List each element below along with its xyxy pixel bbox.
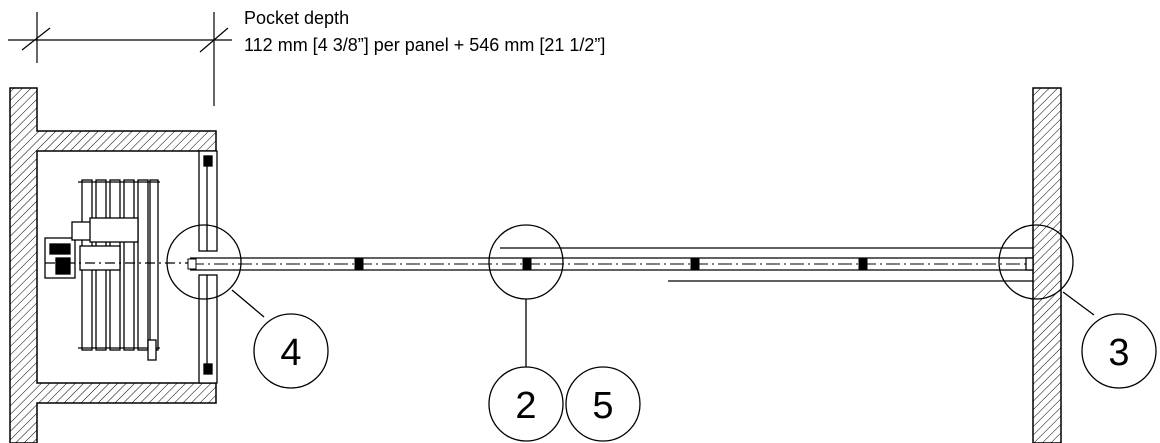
- panel-joints: [187, 258, 868, 270]
- pocket-depth-title: Pocket depth: [244, 8, 349, 28]
- callout-2-label: 2: [515, 385, 536, 427]
- callout-leaders: [231, 289, 1095, 368]
- callout-3-label: 3: [1108, 332, 1129, 374]
- pocket-depth-dimension: [8, 12, 232, 106]
- sliding-panel-track: [190, 247, 1034, 282]
- callout-5-label: 5: [592, 385, 613, 427]
- right-wall: [1032, 87, 1062, 443]
- callout-2: 2: [488, 366, 564, 442]
- callout-3: 3: [1081, 313, 1157, 389]
- callout-5: 5: [565, 366, 641, 442]
- detail-circles: [166, 224, 1074, 300]
- pocket-jamb: [198, 150, 218, 384]
- pocket-depth-dimension-text: 112 mm [4 3/8”] per panel + 546 mm [21 1…: [244, 35, 605, 55]
- left-wall: [9, 87, 217, 443]
- callout-4-label: 4: [280, 332, 301, 374]
- callout-4: 4: [253, 313, 329, 389]
- door-mechanism: [44, 217, 190, 361]
